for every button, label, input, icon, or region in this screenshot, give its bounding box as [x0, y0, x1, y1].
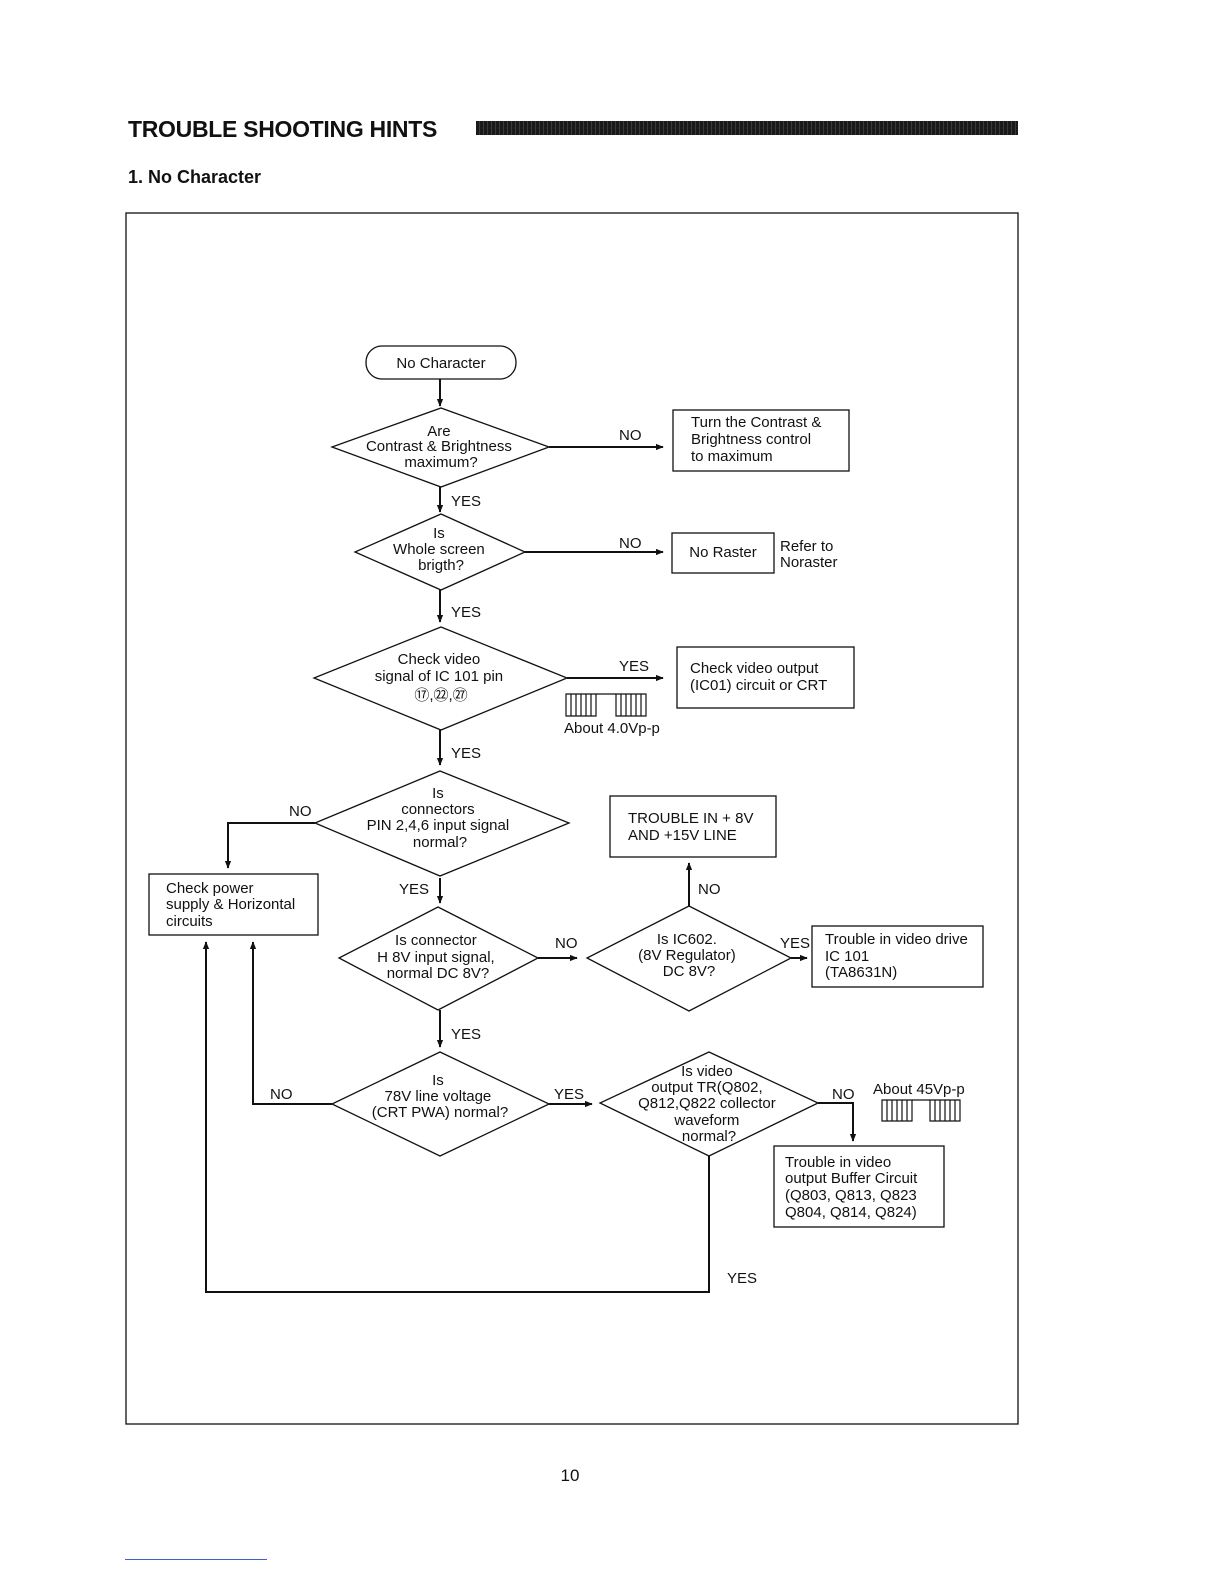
- decision-78v-line: Is 78V line voltage (CRT PWA) normal?: [330, 1051, 551, 1157]
- box-trouble-video-drive: Trouble in video drive IC 101 (TA8631N): [811, 925, 984, 988]
- flow-connectors: [202, 379, 857, 1293]
- decision-ic602: Is IC602. (8V Regulator) DC 8V?: [585, 905, 793, 1012]
- svg-text:NO: NO: [270, 1086, 293, 1103]
- svg-text:YES: YES: [619, 658, 649, 675]
- decision-whole-screen: Is Whole screen brigth?: [353, 513, 527, 591]
- svg-text:Is video output TR(Q802,: Is video output TR(Q802, Q812,Q822 colle…: [638, 1063, 780, 1145]
- box-check-power-supply: Check power supply & Horizontal circuits: [148, 873, 319, 936]
- arrow-d8-yes: [202, 941, 710, 1293]
- start-terminal: No Character: [365, 345, 517, 380]
- decision-video-output-tr: Is video output TR(Q802, Q812,Q822 colle…: [598, 1051, 820, 1157]
- svg-text:NO: NO: [619, 427, 642, 444]
- diagram-frame: [125, 212, 1019, 1425]
- decision-connectors-pin: Is connectors PIN 2,4,6 input signal nor…: [313, 770, 571, 877]
- decision-h8v-input: Is connector H 8V input signal, normal D…: [337, 906, 540, 1011]
- svg-text:NO: NO: [289, 803, 312, 820]
- page-number: 10: [560, 1466, 580, 1485]
- svg-text:YES: YES: [451, 745, 481, 762]
- svg-text:NO: NO: [832, 1086, 855, 1103]
- box-turn-contrast: Turn the Contrast & Brightness control t…: [672, 409, 850, 472]
- svg-text:Is connector H 8V input: Is connector H 8V input signal, normal D…: [377, 932, 499, 982]
- box-no-raster: No Raster: [671, 532, 775, 574]
- decision-check-video-signal: Check video signal of IC 101 pin ⑰,㉒,㉗: [312, 626, 569, 731]
- waveform-icon: [881, 1099, 961, 1122]
- waveform-1-label: About 4.0Vp-p: [564, 720, 660, 737]
- section-title: 1. No Character: [128, 167, 262, 187]
- svg-text:NO: NO: [698, 881, 721, 898]
- svg-text:YES: YES: [451, 1026, 481, 1043]
- arrow-d7-no: [249, 941, 332, 1105]
- svg-text:YES: YES: [780, 935, 810, 952]
- svg-text:YES: YES: [399, 881, 429, 898]
- svg-text:YES: YES: [554, 1086, 584, 1103]
- svg-text:Check video signal of IC: Check video signal of IC 101 pin ⑰,㉒,㉗: [375, 651, 508, 704]
- svg-text:Turn the Contrast & Brig: Turn the Contrast & Brightness control t…: [691, 414, 826, 465]
- branch-labels: NO YES NO YES YES YES NO YES NO YES NO Y…: [270, 427, 855, 1287]
- box-trouble-8v-15v: TROUBLE IN + 8V AND +15V LINE: [609, 795, 777, 858]
- svg-text:Trouble in video output: Trouble in video output Buffer Circuit (…: [785, 1154, 921, 1221]
- svg-text:Are Contrast & Brightnes: Are Contrast & Brightness maximum?: [366, 423, 516, 471]
- page-heading: TROUBLE SHOOTING HINTS: [128, 116, 438, 142]
- arrow-d4-no: [224, 822, 315, 869]
- svg-text:Check power supply & Hor: Check power supply & Horizontal circuits: [166, 880, 299, 930]
- svg-text:YES: YES: [727, 1270, 757, 1287]
- start-label: No Character: [396, 355, 485, 372]
- svg-text:NO: NO: [619, 535, 642, 552]
- box-trouble-video-output-buffer: Trouble in video output Buffer Circuit (…: [773, 1145, 945, 1228]
- heading-bar: [476, 121, 1018, 135]
- svg-text:Is connectors PIN: Is connectors PIN 2,4,6 input signal nor…: [367, 785, 514, 851]
- footer-rule: [125, 1559, 267, 1560]
- svg-text:No Raster: No Raster: [689, 544, 757, 561]
- note-refer-noraster: Refer to Noraster: [780, 538, 838, 571]
- svg-text:YES: YES: [451, 604, 481, 621]
- svg-text:Check video output (IC01: Check video output (IC01) circuit or CRT: [690, 660, 827, 694]
- decision-contrast-brightness: Are Contrast & Brightness maximum?: [330, 407, 551, 488]
- waveform-2-label: About 45Vp-p: [873, 1081, 965, 1098]
- svg-text:NO: NO: [555, 935, 578, 952]
- svg-text:Is 78V line voltage: Is 78V line voltage (CRT PWA) normal?: [372, 1072, 508, 1121]
- waveform-icon: [565, 693, 647, 717]
- arrow-d8-no: [818, 1102, 857, 1142]
- box-check-video-output: Check video output (IC01) circuit or CRT: [676, 646, 855, 709]
- svg-text:Is IC602. (8V Regulator): Is IC602. (8V Regulator) DC 8V?: [638, 931, 740, 980]
- svg-text:TROUBLE IN + 8V AND +15V: TROUBLE IN + 8V AND +15V LINE: [628, 810, 758, 844]
- svg-text:YES: YES: [451, 493, 481, 510]
- svg-text:Is Whole screen br: Is Whole screen brigth?: [393, 525, 489, 574]
- svg-text:Trouble in video drive I: Trouble in video drive IC 101 (TA8631N): [825, 931, 972, 981]
